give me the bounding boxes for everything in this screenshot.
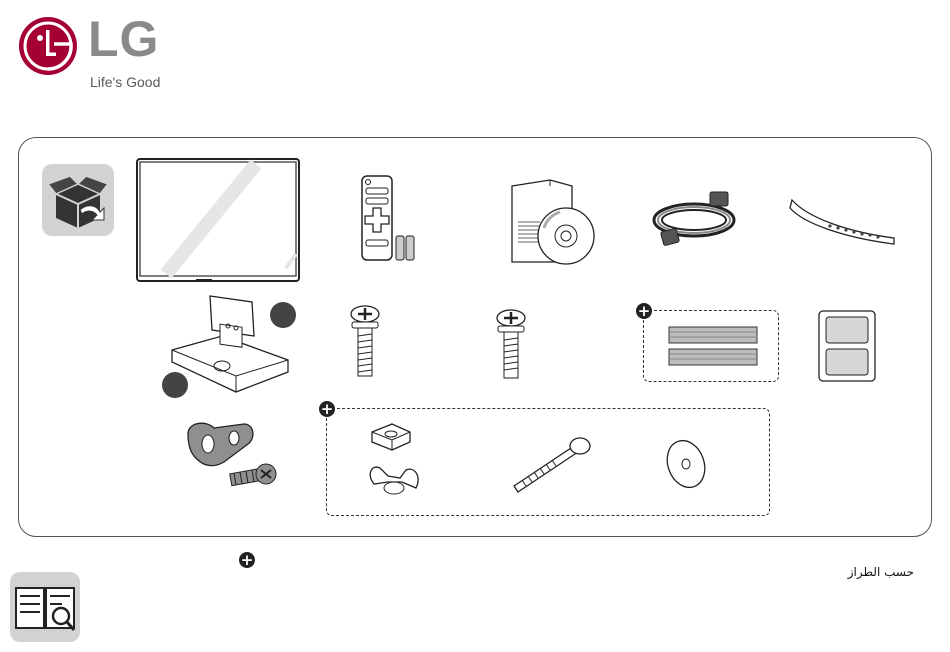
optional-plus-icon: +	[319, 401, 335, 417]
lg-face-icon	[18, 16, 78, 76]
stand-body-badge	[270, 302, 296, 328]
tv-icon	[136, 158, 302, 284]
manual-tile	[10, 572, 80, 642]
box-tile	[42, 164, 114, 236]
cable-cover-icon	[818, 310, 876, 382]
cable-clamp-icon	[184, 414, 280, 496]
wing-nut-icon	[362, 418, 422, 504]
bolt-icon	[508, 434, 594, 494]
optional-plus-icon: +	[636, 303, 652, 319]
power-cord-icon	[650, 188, 746, 248]
remote-control-icon	[360, 174, 420, 264]
washer-icon	[664, 436, 712, 490]
manual-cd-icon	[510, 176, 600, 264]
stand-screw-icon	[494, 308, 528, 384]
foam-strips-icon	[668, 326, 758, 368]
stand-base-badge	[162, 372, 188, 398]
book-magnifier-icon	[10, 572, 80, 642]
logo-tagline: Life's Good	[90, 74, 160, 90]
box-icon	[42, 164, 114, 236]
stand-screw-icon	[348, 304, 382, 380]
cable-holder-icon	[788, 196, 898, 248]
lg-logo: LG Life's Good	[18, 16, 188, 96]
logo-wordmark: LG	[88, 10, 159, 68]
model-note: حسب الطراز	[820, 565, 914, 579]
optional-legend-plus-icon: +	[239, 552, 255, 568]
